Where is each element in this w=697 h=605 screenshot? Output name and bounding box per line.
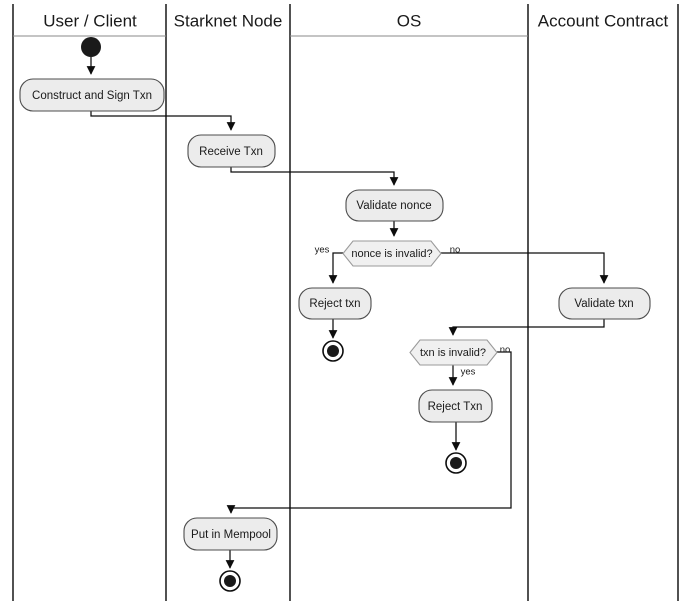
action-shape[interactable] (187, 134, 276, 168)
node-validate-txn[interactable]: Validate txn (558, 287, 651, 320)
action-label: Validate txn (574, 298, 633, 310)
guard-label-no-txn: no (500, 345, 511, 356)
edge-nonce-yes-to-reject (328, 252, 343, 284)
action-label: Validate nonce (356, 200, 431, 212)
edge-txn-no-to-mempool (226, 351, 512, 514)
decision-txn-is-invalid[interactable]: txn is invalid? (409, 339, 498, 366)
action-shape[interactable] (298, 287, 372, 320)
lane-title-node: Starknet Node (174, 11, 283, 30)
decision-nonce-is-invalid[interactable]: nonce is invalid? (342, 240, 442, 267)
action-label: Put in Mempool (191, 529, 271, 541)
lane-title-account: Account Contract (538, 11, 669, 30)
action-shape[interactable] (418, 389, 493, 423)
action-shape[interactable] (345, 189, 444, 222)
action-shape[interactable] (19, 78, 165, 112)
guard-label-yes-nonce: yes (315, 245, 330, 256)
decision-label: nonce is invalid? (351, 248, 432, 260)
decision-shape[interactable] (409, 339, 498, 366)
guard-label-no-nonce: no (450, 245, 461, 256)
node-final-txn-reject[interactable] (445, 452, 467, 474)
edge-nonce-no-to-validate-txn (441, 252, 609, 284)
action-shape[interactable] (558, 287, 651, 320)
node-put-in-mempool[interactable]: Put in Mempool (183, 517, 278, 551)
lane-dividers (165, 4, 529, 601)
lane-title-os: OS (397, 11, 422, 30)
node-initial-start[interactable] (81, 37, 101, 57)
node-final-mempool[interactable] (219, 570, 241, 592)
node-receive-txn[interactable]: Receive Txn (187, 134, 276, 168)
action-label: Reject txn (309, 298, 360, 310)
guard-labels: yes no no yes (315, 245, 511, 378)
lane-titles: User / Client Starknet Node OS Account C… (43, 11, 668, 30)
guard-label-yes-txn: yes (461, 367, 476, 378)
edge-construct-to-receive (90, 111, 236, 131)
initial-node-circle[interactable] (81, 37, 101, 57)
node-final-nonce-reject[interactable] (322, 340, 344, 362)
node-reject-txn-nonce[interactable]: Reject txn (298, 287, 372, 320)
action-label: Receive Txn (199, 146, 263, 158)
decision-shape[interactable] (342, 240, 442, 267)
final-node-inner-dot (450, 457, 462, 469)
node-validate-nonce[interactable]: Validate nonce (345, 189, 444, 222)
node-reject-txn-validation[interactable]: Reject Txn (418, 389, 493, 423)
final-node-inner-dot (327, 345, 339, 357)
swimlane-frame (12, 4, 679, 601)
final-node-inner-dot (224, 575, 236, 587)
flow-edges (86, 57, 609, 569)
action-shape[interactable] (183, 517, 278, 551)
edge-receive-to-validate-nonce (230, 167, 399, 186)
decision-label: txn is invalid? (420, 347, 486, 359)
edge-validate-txn-to-decision (448, 319, 605, 336)
node-construct-and-sign-txn[interactable]: Construct and Sign Txn (19, 78, 165, 112)
action-label: Reject Txn (428, 401, 483, 413)
lane-title-user: User / Client (43, 11, 137, 30)
action-label: Construct and Sign Txn (32, 90, 152, 102)
